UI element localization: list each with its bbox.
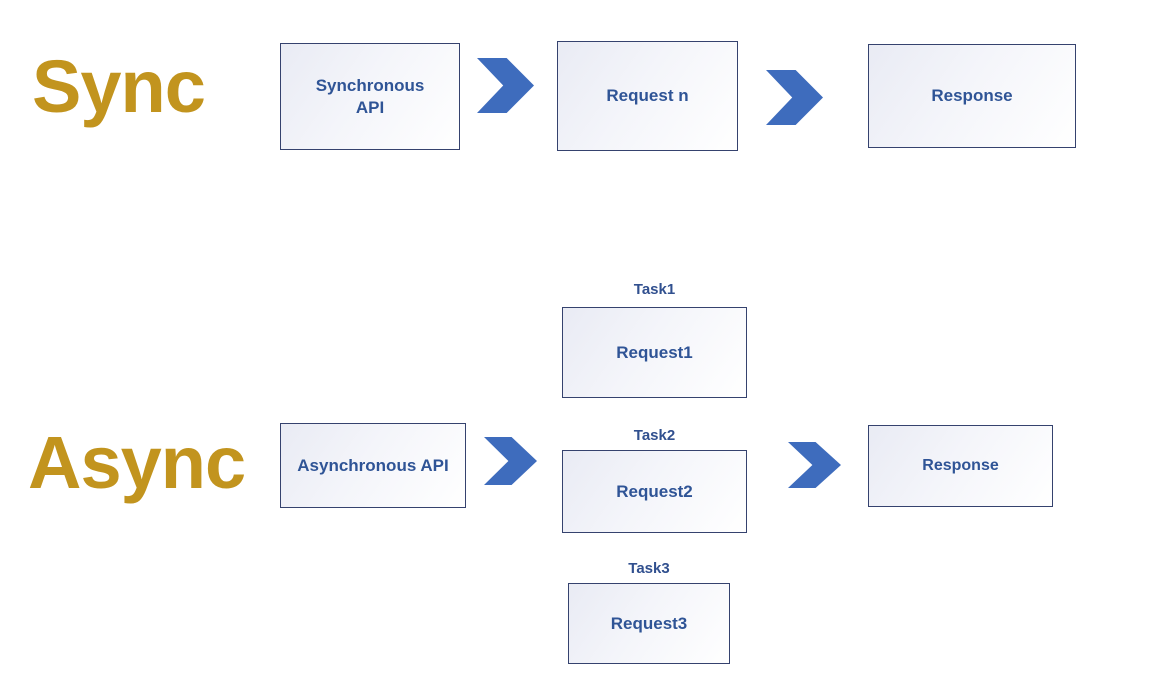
async-section-label: Async <box>28 421 246 504</box>
asynchronous-api-box: Asynchronous API <box>280 423 466 508</box>
request-n-box: Request n <box>557 41 738 151</box>
chevron-arrow-icon <box>766 70 823 125</box>
request2-box: Request2 <box>562 450 747 533</box>
task3-label: Task3 <box>628 560 670 577</box>
request3-box: Request3 <box>568 583 730 664</box>
chevron-arrow-icon <box>788 442 841 488</box>
async-response-box: Response <box>868 425 1053 507</box>
request1-box: Request1 <box>562 307 747 398</box>
sync-response-box: Response <box>868 44 1076 148</box>
task2-label: Task2 <box>633 427 676 444</box>
synchronous-api-box: Synchronous API <box>280 43 460 150</box>
task1-label: Task1 <box>633 281 676 298</box>
chevron-arrow-icon <box>477 58 534 113</box>
sync-section-label: Sync <box>32 45 206 128</box>
chevron-arrow-icon <box>484 437 537 485</box>
